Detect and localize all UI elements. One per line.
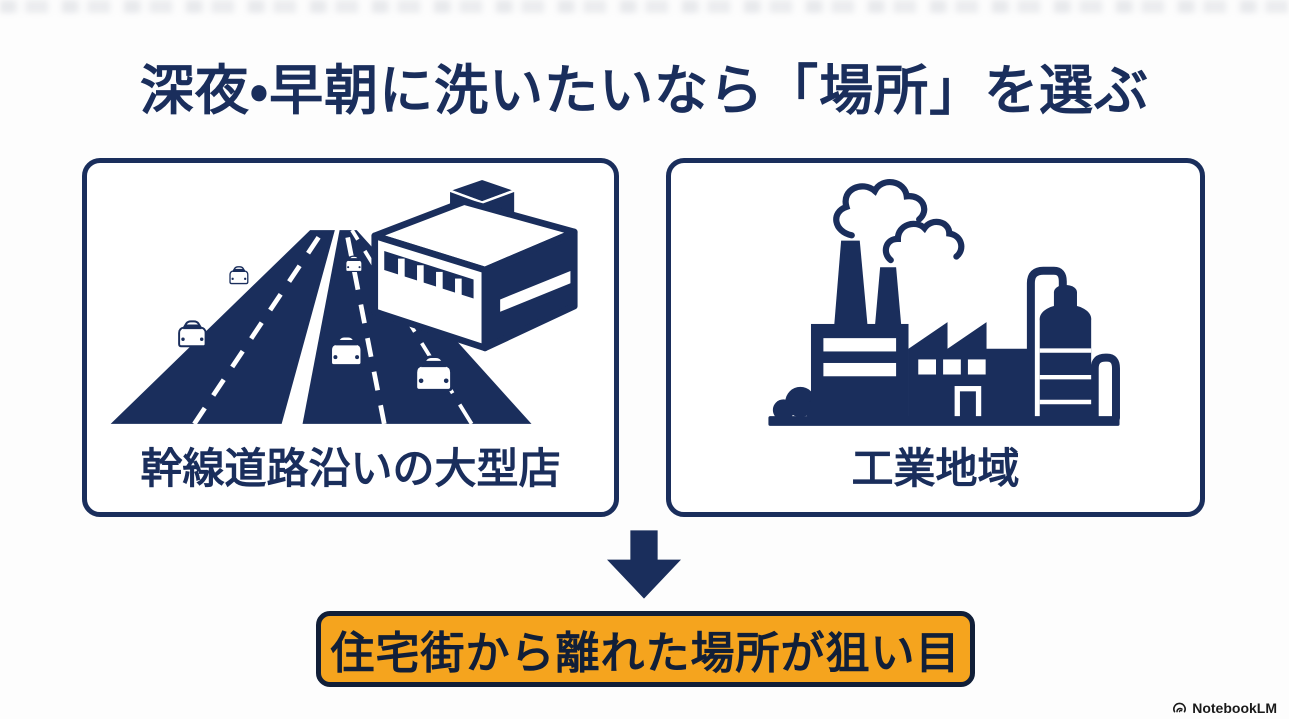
factory-illustration [671,173,1200,443]
notebooklm-icon [1173,702,1187,712]
watermark-label: NotebookLM [1192,700,1277,716]
watermark: NotebookLM [1172,700,1277,716]
option-label-highway-store: 幹線道路沿いの大型店 [140,445,561,492]
top-edge-artifact [0,0,1289,13]
page-title: 深夜・早朝に洗いたいなら「場所」を選ぶ [139,61,1150,121]
conclusion-banner: 住宅街から離れた場所が狙い目 [316,611,975,687]
conclusion-label: 住宅街から離れた場所が狙い目 [330,629,961,678]
option-card-highway-store: 幹線道路沿いの大型店 [82,158,619,517]
option-label-industrial-area: 工業地域 [851,445,1020,492]
down-arrow-icon [607,530,681,599]
highway-store-illustration [87,173,614,443]
highway-store-icon [110,177,578,426]
option-card-industrial-area: 工業地域 [666,158,1205,517]
factory-icon [767,179,1120,426]
